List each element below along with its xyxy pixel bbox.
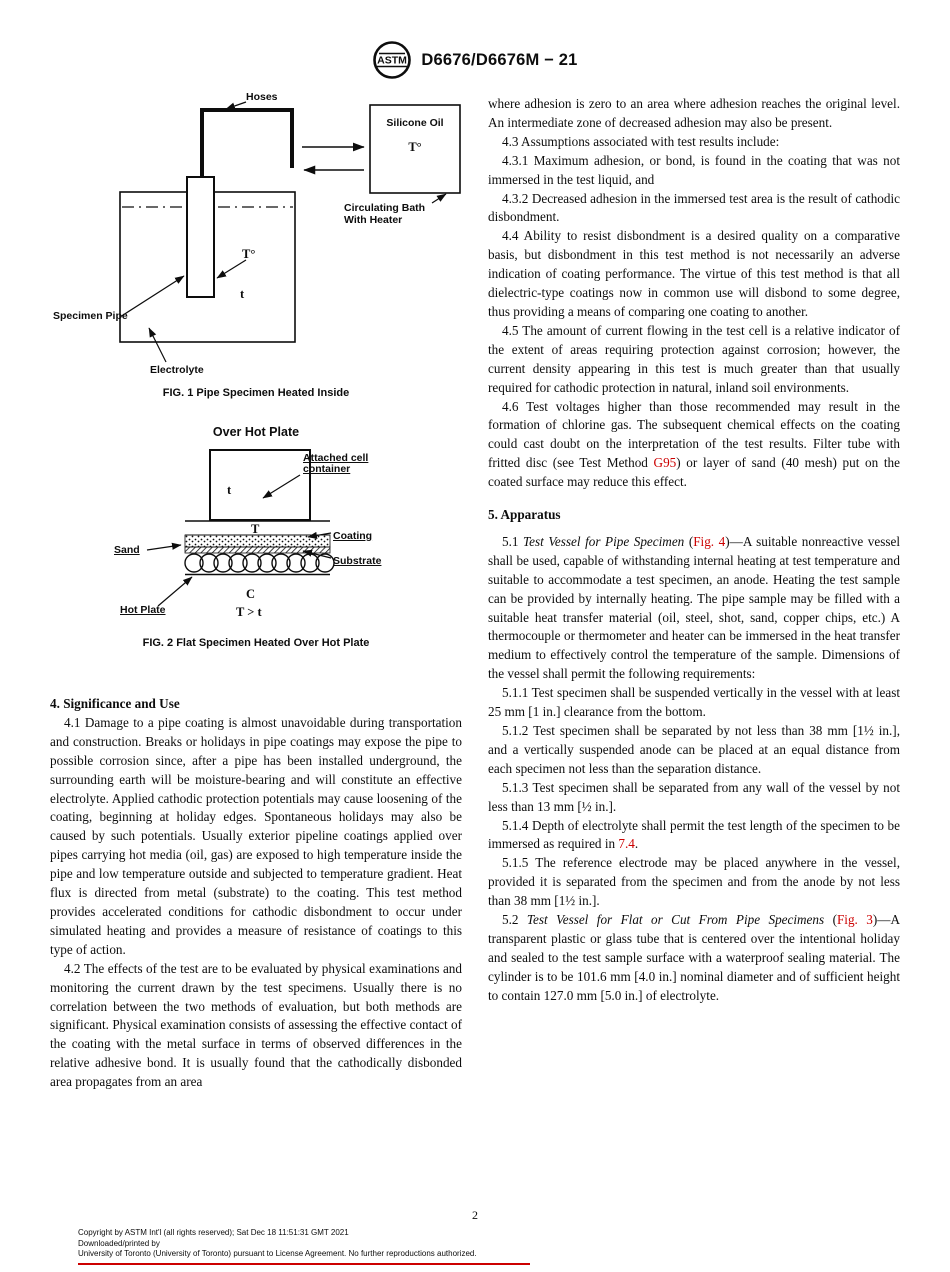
- section-5-heading: 5. Apparatus: [488, 507, 561, 523]
- fig1-leader-electrolyte: [148, 327, 167, 363]
- fig1-diagram: [119, 101, 461, 363]
- fig1-hoses-line: [200, 108, 294, 177]
- paragraph-5-2-paren: (: [824, 912, 837, 928]
- paragraph-5-1-4-text-after: .: [634, 836, 639, 852]
- fig2-sand-coils: [184, 553, 335, 573]
- fig1-label-specimen-pipe: Specimen Pipe: [53, 310, 128, 322]
- fig2-label-substrate: Substrate: [333, 555, 382, 567]
- fig2-label-hot-plate: Hot Plate: [120, 604, 166, 616]
- right-column: where adhesion is zero to an area where …: [488, 95, 900, 1006]
- paragraph-4-3-1: 4.3.1 Maximum adhesion, or bond, is foun…: [488, 152, 900, 187]
- paragraph-4-2: 4.2 The effects of the test are to be ev…: [50, 960, 462, 1090]
- paragraph-5-1: 5.1 Test Vessel for Pipe Specimen (Fig. …: [488, 533, 900, 684]
- paragraph-5-1-4-text: 5.1.4 Depth of electrolyte shall permit …: [488, 817, 900, 852]
- figure-2: Attached cell container t T Coating Subs…: [50, 443, 462, 635]
- link-g95[interactable]: G95: [653, 455, 677, 471]
- fig2-leader-attached-cell: [262, 474, 301, 499]
- fig1-specimen-pipe-shape: [186, 176, 215, 298]
- paragraph-5-1-4: 5.1.4 Depth of electrolyte shall permit …: [488, 817, 900, 855]
- fig2-leader-coating: [307, 531, 332, 540]
- fig1-label-hoses: Hoses: [246, 91, 278, 103]
- fig2-leader-substrate: [302, 549, 332, 559]
- paragraph-5-2-text: )—A transparent plastic or glass tube th…: [488, 912, 900, 1003]
- paragraph-5-2-title: Test Vessel for Flat or Cut From Pipe Sp…: [526, 912, 825, 928]
- fig2-label-surface-temp: T: [251, 522, 260, 536]
- paragraph-5-1-3: 5.1.3 Test specimen shall be separated f…: [488, 779, 900, 814]
- paragraph-4-3: 4.3 Assumptions associated with test res…: [502, 133, 780, 149]
- paragraph-4-2-continuation: where adhesion is zero to an area where …: [488, 96, 900, 130]
- link-fig-4[interactable]: Fig. 4: [693, 533, 726, 549]
- paragraph-5-1-5: 5.1.5 The reference electrode may be pla…: [488, 855, 900, 909]
- paragraph-4-4: 4.4 Ability to resist disbondment is a d…: [488, 228, 900, 319]
- paragraph-4-6: 4.6 Test voltages higher than those reco…: [488, 398, 900, 493]
- copyright-block: Copyright by ASTM Int'l (all rights rese…: [78, 1228, 530, 1265]
- fig1-leader-specimen-pipe: [119, 275, 185, 318]
- fig2-label-sand: Sand: [114, 544, 140, 556]
- paragraph-5-1-paren: (: [684, 533, 694, 549]
- left-column: Hoses Silicone Oil T° Circulating Bath W…: [50, 90, 462, 1092]
- paragraph-5-1-text: )—A suitable nonreactive vessel shall be…: [488, 533, 900, 682]
- link-7-4[interactable]: 7.4: [618, 836, 635, 852]
- section-4-heading: 4. Significance and Use: [50, 696, 180, 711]
- fig1-label-electrolyte-temp: t: [240, 287, 245, 301]
- paragraph-4-6-text-after: ) or layer of sand (40 mesh) put on the …: [488, 455, 900, 490]
- page-number: 2: [472, 1208, 478, 1222]
- page-header: ASTM D6676/D6676M − 21: [0, 40, 950, 80]
- paragraph-5-2-number: 5.2: [502, 912, 527, 928]
- paragraph-4-5: 4.5 The amount of current flowing in the…: [488, 322, 900, 395]
- fig1-silicone-bath-box: [369, 104, 461, 194]
- document-code: D6676/D6676M − 21: [421, 50, 578, 69]
- fig2-label-attached-cell-line1: Attached cell: [303, 452, 369, 464]
- fig1-label-bath-temp: T°: [408, 140, 422, 154]
- paragraph-5-2: 5.2 Test Vessel for Flat or Cut From Pip…: [488, 911, 900, 1006]
- link-fig-3[interactable]: Fig. 3: [836, 912, 873, 928]
- figure-1: Hoses Silicone Oil T° Circulating Bath W…: [50, 90, 462, 385]
- fig2-cell-container-shape: [209, 449, 311, 521]
- fig1-leader-pipe-temp: [216, 259, 247, 279]
- fig2-label-attached-cell-line2: container: [303, 463, 351, 475]
- fig2-leader-sand: [146, 542, 182, 551]
- fig2-label-coating: Coating: [333, 530, 373, 542]
- paragraph-4-3-2: 4.3.2 Decreased adhesion in the immersed…: [488, 190, 900, 225]
- fig2-label-temp-relation: T > t: [236, 605, 262, 619]
- fig1-label-circulating-bath-line1: Circulating Bath: [344, 202, 426, 214]
- fig1-caption: FIG. 1 Pipe Specimen Heated Inside: [162, 387, 350, 399]
- fig1-label-pipe-temp: T°: [242, 247, 256, 261]
- fig2-label-c-symbol: C: [246, 587, 256, 601]
- paragraph-5-1-number: 5.1: [502, 533, 524, 549]
- license-line: University of Toronto (University of Tor…: [78, 1249, 477, 1258]
- fig1-leader-hoses: [225, 101, 247, 110]
- fig2-title: Over Hot Plate: [212, 425, 300, 439]
- paragraph-5-1-title: Test Vessel for Pipe Specimen: [523, 533, 685, 549]
- fig2-diagram: [146, 449, 335, 607]
- fig1-label-silicone-oil: Silicone Oil: [386, 117, 444, 129]
- paragraph-5-1-1: 5.1.1 Test specimen shall be suspended v…: [488, 685, 900, 720]
- fig2-caption: FIG. 2 Flat Specimen Heated Over Hot Pla…: [142, 637, 370, 649]
- fig1-leader-circulating-bath: [431, 193, 447, 204]
- fig1-label-electrolyte: Electrolyte: [150, 364, 204, 376]
- paragraph-4-6-text: 4.6 Test voltages higher than those reco…: [488, 398, 900, 471]
- astm-logo-text: ASTM: [378, 55, 408, 67]
- copyright-line: Copyright by ASTM Int'l (all rights rese…: [78, 1228, 349, 1237]
- downloaded-line: Downloaded/printed by: [78, 1238, 160, 1248]
- fig2-substrate-layer: [184, 546, 331, 554]
- paragraph-4-1: 4.1 Damage to a pipe coating is almost u…: [50, 714, 462, 957]
- fig2-label-cell-temp: t: [227, 483, 232, 497]
- astm-logo: ASTM: [373, 41, 412, 79]
- fig1-label-circulating-bath-line2: With Heater: [344, 214, 403, 226]
- footer-red-rule: [78, 1262, 530, 1265]
- fig2-leader-hot-plate: [157, 576, 193, 607]
- paragraph-5-1-2: 5.1.2 Test specimen shall be separated b…: [488, 723, 900, 776]
